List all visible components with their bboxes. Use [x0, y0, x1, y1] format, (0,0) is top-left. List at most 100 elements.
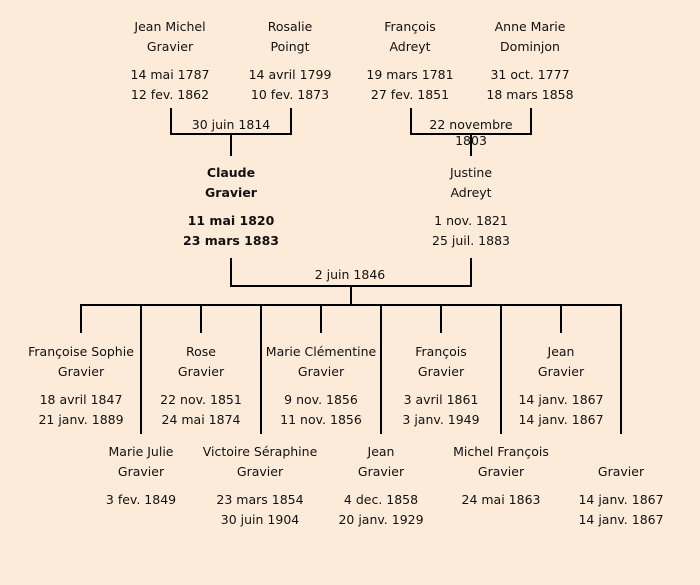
person-first-name: Victoire Séraphine: [202, 444, 318, 459]
person-first-name: Rosalie: [267, 19, 313, 34]
death-date: 10 fev. 1873: [250, 87, 330, 102]
person-first-name: François: [384, 19, 436, 34]
person-first-name: Jean Michel: [134, 19, 206, 34]
child-michel-francois[interactable]: Michel François Gravier 24 mai 1863: [431, 442, 571, 510]
connector-line: [290, 108, 292, 134]
connector-line: [440, 304, 442, 333]
connector-line: [410, 108, 412, 134]
birth-date: 3 avril 1861: [403, 392, 479, 407]
child-jean-1867[interactable]: Jean Gravier 14 janv. 1867 14 janv. 1867: [491, 342, 631, 430]
person-first-name: Jean: [367, 444, 395, 459]
birth-date: 23 mars 1854: [216, 492, 304, 507]
person-last-name: Gravier: [297, 364, 345, 379]
connector-line: [200, 304, 202, 333]
person-last-name: Gravier: [146, 39, 194, 54]
death-date: 30 juin 1904: [220, 512, 300, 527]
person-last-name: Gravier: [205, 185, 257, 200]
person-last-name: Adreyt: [389, 39, 431, 54]
person-first-name: Anne Marie: [494, 19, 566, 34]
connector-line: [140, 304, 142, 434]
marriage-date: 2 juin 1846: [314, 267, 386, 282]
connector-line: [230, 133, 232, 156]
child-marie-clementine[interactable]: Marie Clémentine Gravier 9 nov. 1856 11 …: [251, 342, 391, 430]
connector-line: [170, 108, 172, 134]
person-last-name: Gravier: [537, 364, 585, 379]
connector-line: [620, 304, 622, 434]
connector-line: [560, 304, 562, 333]
person-first-name: Justine: [449, 165, 493, 180]
person-last-name: Gravier: [477, 464, 525, 479]
person-francois-adreyt[interactable]: François Adreyt 19 mars 1781 27 fev. 185…: [340, 17, 480, 105]
connector-line: [500, 304, 502, 434]
birth-date: 3 fev. 1849: [105, 492, 177, 507]
child-marie-julie[interactable]: Marie Julie Gravier 3 fev. 1849: [71, 442, 211, 510]
birth-date: 9 nov. 1856: [284, 392, 358, 407]
person-jean-michel-gravier[interactable]: Jean Michel Gravier 14 mai 1787 12 fev. …: [100, 17, 240, 105]
birth-date: 19 mars 1781: [366, 67, 454, 82]
connector-line: [470, 258, 472, 286]
birth-date: 4 dec. 1858: [343, 492, 419, 507]
person-last-name: Poingt: [270, 39, 310, 54]
death-date: 12 fev. 1862: [130, 87, 210, 102]
birth-date: 22 nov. 1851: [160, 392, 242, 407]
person-justine-adreyt[interactable]: Justine Adreyt 1 nov. 1821 25 juil. 1883: [401, 163, 541, 251]
person-last-name: Gravier: [177, 364, 225, 379]
child-francoise-sophie[interactable]: Françoise Sophie Gravier 18 avril 1847 2…: [11, 342, 151, 430]
person-first-name: Claude: [206, 165, 256, 180]
person-last-name: Adreyt: [450, 185, 492, 200]
death-date: 21 janv. 1889: [38, 412, 124, 427]
person-first-name: Françoise Sophie: [28, 344, 134, 359]
person-last-name: Gravier: [117, 464, 165, 479]
person-rosalie-poingt[interactable]: Rosalie Poingt 14 avril 1799 10 fev. 187…: [220, 17, 360, 105]
connector-line: [380, 304, 382, 434]
person-first-name: [551, 442, 691, 462]
person-first-name: Jean: [547, 344, 575, 359]
death-date: 18 mars 1858: [486, 87, 574, 102]
death-date: 25 juil. 1883: [432, 233, 510, 248]
person-anne-marie-dominjon[interactable]: Anne Marie Dominjon 31 oct. 1777 18 mars…: [460, 17, 600, 105]
death-date: 3 janv. 1949: [402, 412, 480, 427]
sibling-line: [80, 304, 622, 306]
birth-date: 31 oct. 1777: [490, 67, 570, 82]
person-last-name: Gravier: [236, 464, 284, 479]
marriage-date: 30 juin 1814: [191, 117, 271, 132]
person-first-name: Michel François: [453, 444, 549, 459]
birth-date: 18 avril 1847: [39, 392, 123, 407]
person-last-name: Dominjon: [500, 39, 560, 54]
person-first-name: Marie Julie: [108, 444, 174, 459]
birth-date: 14 mai 1787: [130, 67, 210, 82]
death-date: 20 janv. 1929: [338, 512, 424, 527]
child-rose[interactable]: Rose Gravier 22 nov. 1851 24 mai 1874: [131, 342, 271, 430]
death-date: 23 mars 1883: [183, 233, 279, 248]
person-claude-gravier[interactable]: Claude Gravier 11 mai 1820 23 mars 1883: [161, 163, 301, 251]
birth-date: 24 mai 1863: [461, 492, 541, 507]
connector-line: [470, 133, 472, 156]
death-date: 27 fev. 1851: [370, 87, 450, 102]
connector-line: [320, 304, 322, 333]
person-last-name: Gravier: [357, 464, 405, 479]
birth-date: 14 janv. 1867: [578, 492, 664, 507]
connector-line: [260, 304, 262, 434]
birth-date: 1 nov. 1821: [434, 213, 508, 228]
child-victoire-seraphine[interactable]: Victoire Séraphine Gravier 23 mars 1854 …: [191, 442, 329, 530]
person-first-name: François: [415, 344, 467, 359]
death-date: 24 mai 1874: [161, 412, 241, 427]
birth-date: 14 janv. 1867: [518, 392, 604, 407]
person-first-name: Marie Clémentine: [265, 344, 377, 359]
connector-line: [530, 108, 532, 134]
person-first-name: Rose: [186, 344, 216, 359]
child-jean-1858[interactable]: Jean Gravier 4 dec. 1858 20 janv. 1929: [311, 442, 451, 530]
marriage-date: 22 novembre 1803: [429, 117, 513, 148]
person-last-name: Gravier: [597, 464, 645, 479]
child-francois[interactable]: François Gravier 3 avril 1861 3 janv. 19…: [371, 342, 511, 430]
child-unnamed-1867[interactable]: Gravier 14 janv. 1867 14 janv. 1867: [551, 442, 691, 530]
birth-date: 11 mai 1820: [187, 213, 275, 228]
person-last-name: Gravier: [417, 364, 465, 379]
connector-line: [80, 304, 82, 333]
connector-line: [230, 258, 232, 286]
person-last-name: Gravier: [57, 364, 105, 379]
death-date: 11 nov. 1856: [280, 412, 362, 427]
death-date: 14 janv. 1867: [518, 412, 604, 427]
birth-date: 14 avril 1799: [248, 67, 332, 82]
death-date: 14 janv. 1867: [578, 512, 664, 527]
